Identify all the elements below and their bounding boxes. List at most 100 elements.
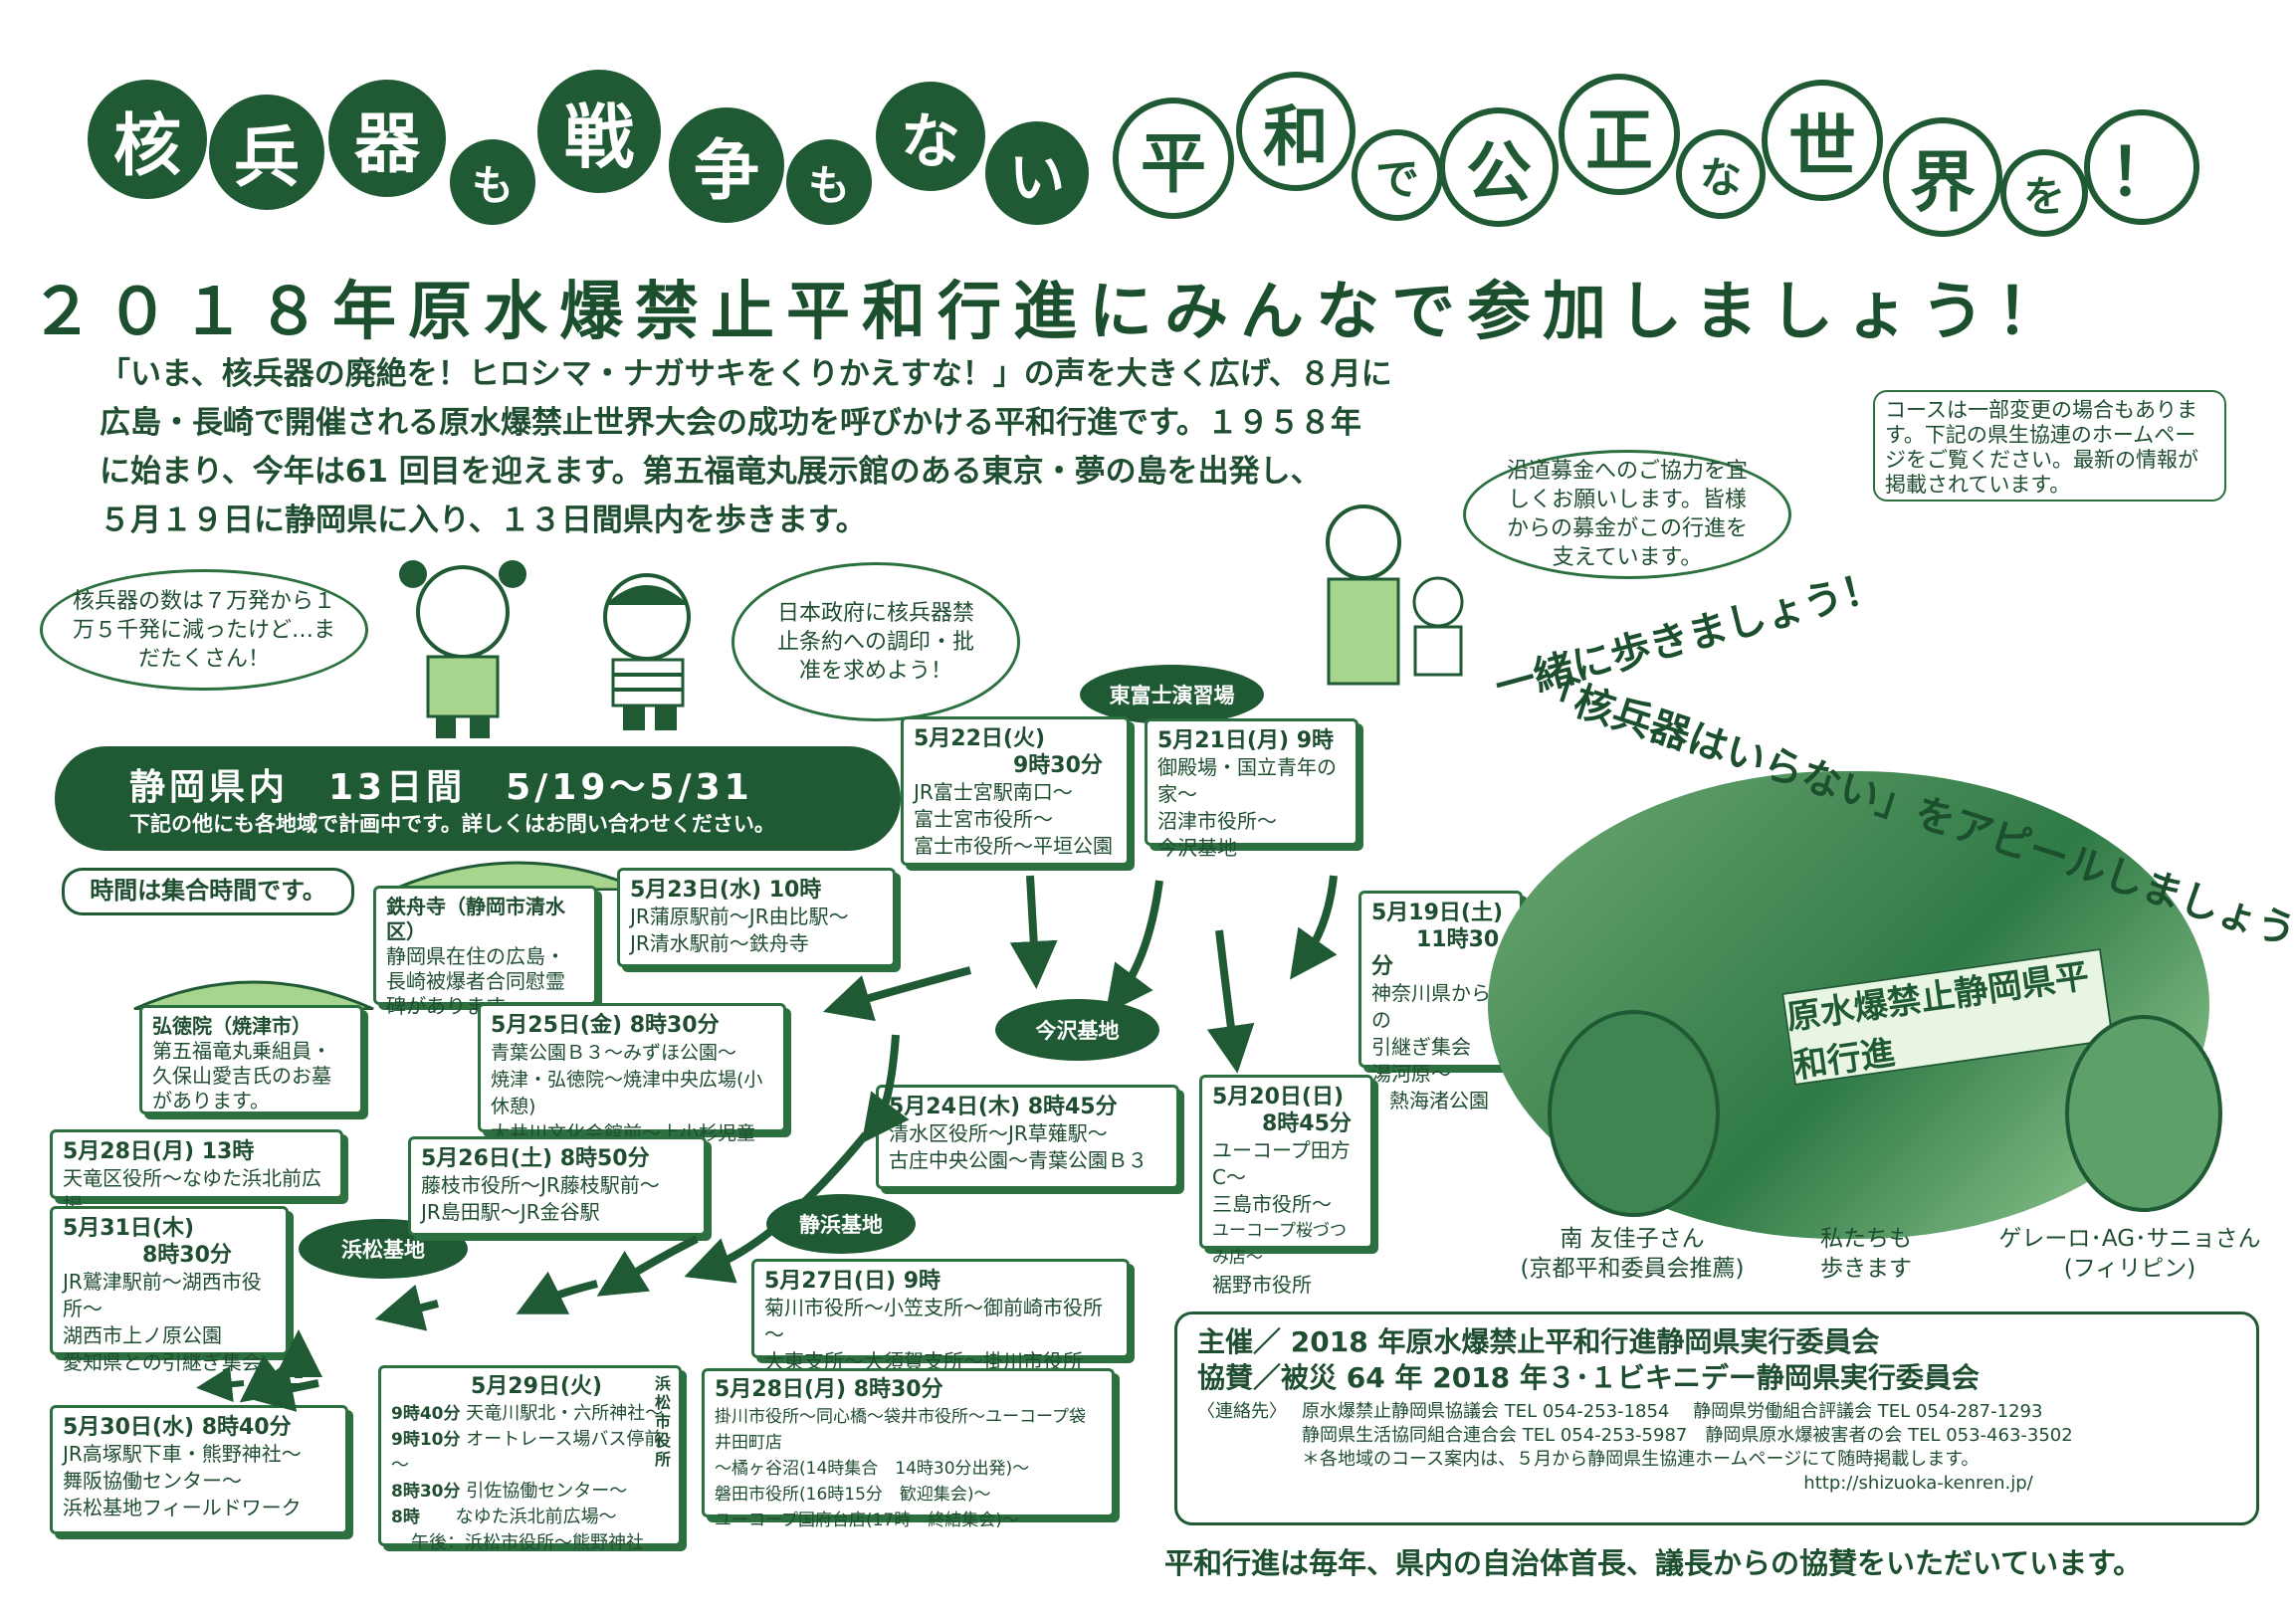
- title-char: 器: [328, 80, 446, 197]
- photo-banner: 原水爆禁止静岡県平和行進: [1781, 947, 2114, 1087]
- schedule-row: 午後：浜松市役所～熊野神社: [391, 1530, 669, 1556]
- schedule-date: 5月28日(月) 13時: [63, 1139, 255, 1164]
- schedule-date: 5月19日(土): [1371, 901, 1504, 925]
- caption-line: ゲレーロ･AG･サニョさん: [1998, 1226, 2261, 1252]
- caption-line: 南 友佳子さん: [1560, 1226, 1705, 1252]
- schedule-0528b: 5月28日(月) 8時30分 掛川市役所～同心橋～袋井市役所～ユーコープ袋井田町…: [702, 1368, 1115, 1530]
- schedule-0529: 5月29日(火) 9時40分 天竜川駅北・六所神社～ 9時10分 オートレース場…: [378, 1365, 682, 1553]
- schedule-route: 富士宮市役所～: [914, 807, 1053, 831]
- schedule-time: 8時: [391, 1508, 420, 1527]
- sponsor: 主催／ 2018 年原水爆禁止平和行進静岡県実行委員会: [1197, 1325, 1880, 1358]
- contact-line: 静岡県生活協同組合連合会 TEL 054-253-5987 静岡県原水爆被害者の…: [1302, 1425, 2073, 1446]
- schedule-route: 掛川市役所～同心橋～袋井市役所～ユーコープ袋井田町店: [715, 1407, 1086, 1453]
- mother-child-illustration: [1326, 504, 1464, 686]
- temple-name: 鉄舟寺（静岡市清水区）: [386, 895, 565, 943]
- schedule-route: JR富士宮駅南口～: [914, 780, 1073, 804]
- footer-note: 平和行進は毎年、県内の自治体首長、議長からの協賛をいただいています。: [1164, 1546, 2143, 1580]
- schedule-route: 浜松基地フィールドワーク: [63, 1496, 302, 1519]
- title-char: 平: [1113, 98, 1234, 219]
- intro-line: に始まり、今年は61 回目を迎えます。第五福竜丸展示館のある東京・夢の島を出発し…: [100, 454, 1322, 490]
- title-char: も: [450, 139, 535, 225]
- banner-heading: 静岡県内 13日間 5/19～5/31: [129, 767, 753, 808]
- speech-bubble-right: 沿道募金へのご協力を宜しくお願いします。皆様からの募金がこの行進を支えています。: [1463, 450, 1791, 579]
- temple-name: 弘徳院（焼津市）: [152, 1014, 312, 1038]
- schedule-0528a: 5月28日(月) 13時 天竜区役所～なゆた浜北前広場: [50, 1129, 343, 1217]
- url-link[interactable]: http://shizuoka-kenren.jp/: [1803, 1473, 2033, 1494]
- course-note: コースは一部変更の場合もあります。下記の県生協連のホームページをご覧ください。最…: [1873, 390, 2226, 502]
- caption-line: (フィリピン): [2063, 1256, 2196, 1282]
- schedule-date: 5月31日(木): [63, 1216, 195, 1241]
- schedule-date: 5月28日(月) 8時30分: [715, 1377, 943, 1402]
- girl-illustration: [399, 560, 526, 738]
- schedule-time: 11時30分: [1371, 927, 1500, 979]
- title-char: な: [876, 82, 985, 191]
- title-char: も: [786, 139, 872, 225]
- schedule-route: JR島田駅～JR金谷駅: [421, 1200, 600, 1224]
- speech-bubble-middle: 日本政府に核兵器禁止条約への調印・批准を求めよう！: [731, 562, 1020, 721]
- title-char: 正: [1559, 74, 1680, 195]
- contact-list: 原水爆禁止静岡県協議会 TEL 054-253-1854 静岡県労働組合評議会 …: [1302, 1400, 2073, 1496]
- schedule-row: 8時 なゆた浜北前広場～: [391, 1505, 669, 1530]
- schedule-row: 9時40分 天竜川駅北・六所神社～: [391, 1401, 669, 1427]
- title-char: 争: [669, 107, 784, 223]
- caption-line: 私たちも: [1820, 1226, 1912, 1252]
- schedule-date: 5月27日(日) 9時: [764, 1269, 940, 1294]
- temple-roof-icon: [133, 980, 374, 1010]
- schedule-0527: 5月27日(日) 9時 菊川市役所～小笠支所～御前崎市役所～ 大東支所～大須賀支…: [751, 1259, 1130, 1373]
- schedule-row: 9時10分 オートレース場バス停前～: [391, 1427, 669, 1479]
- schedule-date: 5月24日(木) 8時45分: [889, 1095, 1118, 1119]
- portrait-gerero: [2065, 1015, 2222, 1212]
- schedule-route: 焼津・弘徳院～焼津中央広場(小休憩): [491, 1069, 763, 1117]
- schedule-route: 菊川市役所～小笠支所～御前崎市役所～: [764, 1296, 1103, 1346]
- caption-gerero: ゲレーロ･AG･サニョさん (フィリピン): [1990, 1224, 2269, 1284]
- time-note: 時間は集合時間です。: [62, 868, 354, 915]
- contact-label: 〈連絡先〉: [1197, 1401, 1287, 1422]
- schedule-route: 神奈川県からの: [1371, 981, 1491, 1032]
- intro-line: ５月１９日に静岡県に入り、１３日間県内を歩きます。: [100, 503, 867, 538]
- caption-line: 歩きます: [1820, 1256, 1912, 1282]
- title-char: を: [2000, 149, 2088, 237]
- cosponsor: 協賛／被災 64 年 2018 年３･１ビキニデー静岡県実行委員会: [1197, 1361, 1980, 1394]
- intro-line: 広島・長崎で開催される原水爆禁止世界大会の成功を呼びかける平和行進です。１９５８…: [100, 405, 1361, 441]
- caption-minami: 南 友佳子さん (京都平和委員会推薦): [1508, 1224, 1757, 1284]
- schedule-time: 8時45分: [1262, 1111, 1352, 1136]
- schedule-0520: 5月20日(日) 8時45分 ユーコープ田方C～ 三島市役所～ ユーコープ桜づつ…: [1199, 1075, 1373, 1297]
- intro-text: 「いま、核兵器の廃絶を！ヒロシマ・ナガサキをくりかえすな！」の声を大きく広げ、８…: [100, 350, 1513, 545]
- portrait-minami: [1548, 1010, 1720, 1217]
- schedule-time: 8時30分: [142, 1243, 232, 1268]
- subtitle: ２０１８年原水爆禁止平和行進にみんなで参加しましょう！: [30, 276, 2072, 349]
- schedule-0526: 5月26日(土) 8時50分 藤枝市役所～JR藤枝駅前～ JR島田駅～JR金谷駅: [408, 1136, 707, 1236]
- schedule-0531: 5月31日(木) 8時30分 JR鷲津駅前～湖西市役所～ 湖西市上ノ原公園 愛知…: [50, 1206, 289, 1374]
- contact-line: 原水爆禁止静岡県協議会 TEL 054-253-1854 静岡県労働組合評議会 …: [1302, 1401, 2043, 1422]
- title-char: 世: [1762, 80, 1883, 201]
- title-char: 兵: [209, 95, 324, 210]
- schedule-route: なゆた浜北前広場～: [455, 1507, 617, 1527]
- schedule-route: 御殿場・国立青年の家～: [1157, 755, 1337, 806]
- schedule-route: JR鷲津駅前～湖西市役所～: [63, 1270, 262, 1320]
- base-shizuhama: 静浜基地: [766, 1194, 916, 1254]
- schedule-route: 今沢基地: [1157, 836, 1237, 860]
- schedule-route: ～橘ヶ谷沼(14時集合 14時30分出発)～: [715, 1459, 1030, 1479]
- schedule-date: 5月26日(土) 8時50分: [421, 1146, 650, 1171]
- title-char: 和: [1236, 72, 1356, 191]
- schedule-date: 5月25日(金) 8時30分: [491, 1013, 720, 1038]
- schedule-date: 5月29日(火): [471, 1374, 603, 1399]
- schedule-date: 5月20日(日): [1212, 1085, 1345, 1110]
- schedule-route: 裾野市役所: [1212, 1273, 1312, 1297]
- schedule-route: 三島市役所～: [1212, 1192, 1332, 1216]
- schedule-route: ユーコープ桜づつみ店～: [1212, 1221, 1347, 1268]
- schedule-date: 5月23日(水) 10時: [630, 878, 822, 903]
- schedule-0523: 5月23日(水) 10時 JR蒲原駅前～JR由比駅～ JR清水駅前～鉄舟寺: [617, 868, 896, 967]
- schedule-time: 8時30分: [391, 1482, 461, 1502]
- schedule-route: 磐田市役所(16時15分 歓迎集会)～: [715, 1485, 991, 1505]
- temple-text: 第五福竜丸乗組員・久保山愛吉氏のお墓があります。: [152, 1039, 331, 1112]
- speech-bubble-left: 核兵器の数は７万発から１万５千発に減ったけど…まだたくさん！: [40, 569, 368, 691]
- schedule-route: 午後：浜松市役所～熊野神社: [411, 1532, 644, 1553]
- schedule-time: 9時30分: [1013, 753, 1103, 778]
- schedule-route: 古庄中央公園～青葉公園Ｂ３: [889, 1148, 1148, 1172]
- schedule-date: 5月22日(火): [914, 726, 1046, 751]
- caption-line: (京都平和委員会推薦): [1520, 1256, 1745, 1282]
- title-char: 戦: [537, 70, 661, 193]
- title-char: い: [985, 121, 1089, 225]
